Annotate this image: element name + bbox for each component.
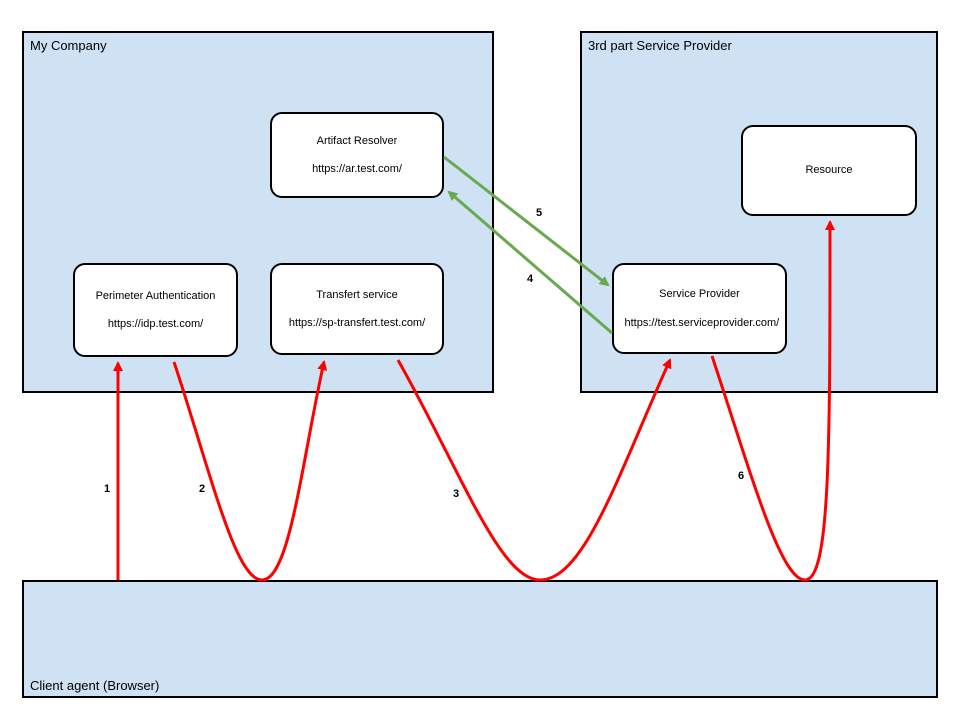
transfert-service-node: Transfert service https://sp-transfert.t… (270, 263, 444, 355)
step-label-3: 3 (453, 488, 460, 500)
transfert-service-name: Transfert service (316, 288, 398, 301)
perimeter-authentication-url: https://idp.test.com/ (107, 318, 204, 330)
artifact-resolver-name: Artifact Resolver (316, 134, 398, 147)
flow-arrow-6 (710, 220, 835, 582)
service-provider-name: Service Provider (659, 288, 740, 301)
resource-node: Resource (741, 125, 917, 216)
step-label-4: 4 (527, 273, 534, 285)
my-company-label: My Company (30, 38, 107, 53)
service-provider-zone-label: 3rd part Service Provider (588, 38, 732, 53)
artifact-resolver-node: Artifact Resolver https://ar.test.com/ (270, 112, 444, 198)
step-label-1: 1 (104, 483, 111, 495)
perimeter-authentication-name: Perimeter Authentication (95, 289, 216, 302)
artifact-resolver-url: https://ar.test.com/ (312, 163, 402, 175)
flow-arrow-4 (447, 190, 613, 335)
perimeter-authentication-node: Perimeter Authentication https://idp.tes… (73, 263, 238, 357)
flow-arrow-5 (443, 155, 610, 287)
transfert-service-url: https://sp-transfert.test.com/ (288, 317, 426, 329)
service-provider-url: https://test.serviceprovider.com/ (624, 316, 780, 329)
step-label-6: 6 (738, 470, 745, 482)
client-agent-label: Client agent (Browser) (30, 678, 160, 693)
client-agent-zone (22, 580, 938, 698)
resource-name: Resource (805, 164, 853, 177)
service-provider-node: Service Provider https://test.servicepro… (612, 263, 787, 354)
step-label-2: 2 (199, 483, 206, 495)
flow-arrow-3 (396, 358, 672, 582)
step-label-5: 5 (536, 207, 543, 219)
flow-arrow-2 (172, 360, 328, 582)
